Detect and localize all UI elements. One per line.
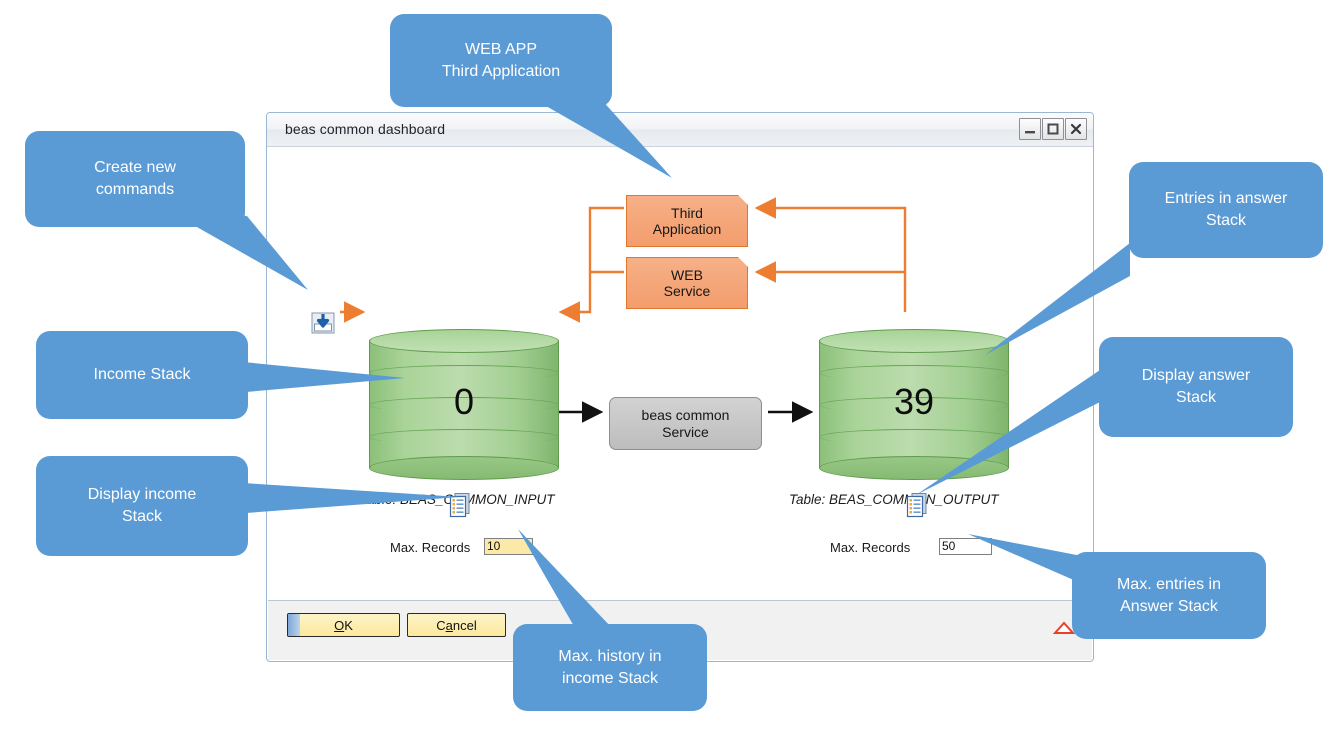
resize-grip-icon[interactable] — [1052, 621, 1076, 640]
service-label: beas common Service — [641, 406, 730, 440]
cylinder-bottom — [369, 456, 559, 480]
output-max-records-field[interactable]: 50 — [939, 538, 992, 555]
window-controls — [1019, 118, 1087, 140]
display-answer-stack-icon[interactable] — [905, 492, 929, 523]
input-stack-value: 0 — [453, 381, 475, 422]
import-arrow-icon[interactable] — [310, 310, 336, 341]
cylinder-top — [369, 329, 559, 353]
input-stack-cylinder[interactable]: 0 — [369, 329, 559, 480]
input-max-records-label: Max. Records — [390, 540, 471, 555]
input-max-records-field[interactable]: 10 — [484, 538, 533, 555]
output-stack-caption: Table: BEAS_COMMON_OUTPUT — [789, 492, 999, 507]
web-service-label: WEB Service — [663, 266, 711, 299]
cylinder-band — [369, 429, 559, 445]
minimize-icon[interactable] — [1019, 118, 1041, 140]
title-bar[interactable]: beas common dashboard — [267, 113, 1093, 147]
cylinder-band — [369, 397, 559, 413]
output-max-records-label: Max. Records — [830, 540, 911, 555]
window-title: beas common dashboard — [285, 121, 446, 137]
output-stack-value: 39 — [893, 381, 935, 422]
cylinder-top — [819, 329, 1009, 353]
dialog-window: beas common dashboard — [266, 112, 1094, 662]
output-stack-cylinder[interactable]: 39 — [819, 329, 1009, 480]
callout-income-stack[interactable]: Income Stack — [36, 331, 248, 419]
close-icon[interactable] — [1065, 118, 1087, 140]
web-service-box[interactable]: WEB Service — [626, 257, 748, 309]
cylinder-bottom — [819, 456, 1009, 480]
beas-common-service-box[interactable]: beas common Service — [609, 397, 762, 450]
cylinder-band — [819, 429, 1009, 445]
cylinder-band — [819, 365, 1009, 381]
cylinder-band — [369, 365, 559, 381]
display-income-stack-icon[interactable] — [448, 492, 472, 523]
third-application-label: Third Application — [652, 204, 722, 237]
cancel-button[interactable]: Cancel — [407, 613, 506, 637]
ok-button[interactable]: OK — [287, 613, 400, 637]
third-application-box[interactable]: Third Application — [626, 195, 748, 247]
dialog-client-area: 0 Table: BEAS_COMMON_INPUT 39 Table: BEA… — [268, 147, 1092, 601]
maximize-icon[interactable] — [1042, 118, 1064, 140]
